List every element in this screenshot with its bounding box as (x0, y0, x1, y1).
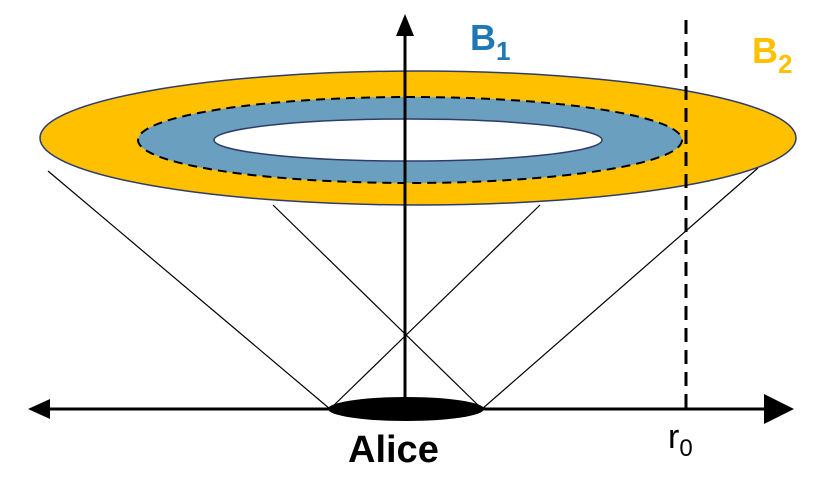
label-r0-main: r (668, 418, 679, 456)
label-b1-main: B (470, 17, 496, 58)
label-b2-main: B (752, 30, 778, 71)
label-b1-sub: 1 (496, 36, 510, 66)
label-r0-sub: 0 (679, 435, 692, 462)
cone-line-right-outer (481, 167, 759, 410)
inner-hole (213, 118, 603, 162)
cone-line-left-inner (329, 204, 541, 410)
vertical-axis-arrow (396, 14, 414, 36)
cone-lines (47, 167, 759, 410)
cone-line-left-outer (47, 170, 331, 410)
label-b2-sub: 2 (778, 49, 792, 79)
label-b1: B1 (470, 17, 510, 66)
label-b2: B2 (752, 30, 792, 79)
alice-disk (328, 397, 484, 421)
label-alice: Alice (348, 429, 439, 471)
horizontal-axis-left-arrow (28, 399, 50, 419)
cone-line-right-inner (272, 204, 483, 410)
label-r0: r0 (668, 418, 693, 462)
